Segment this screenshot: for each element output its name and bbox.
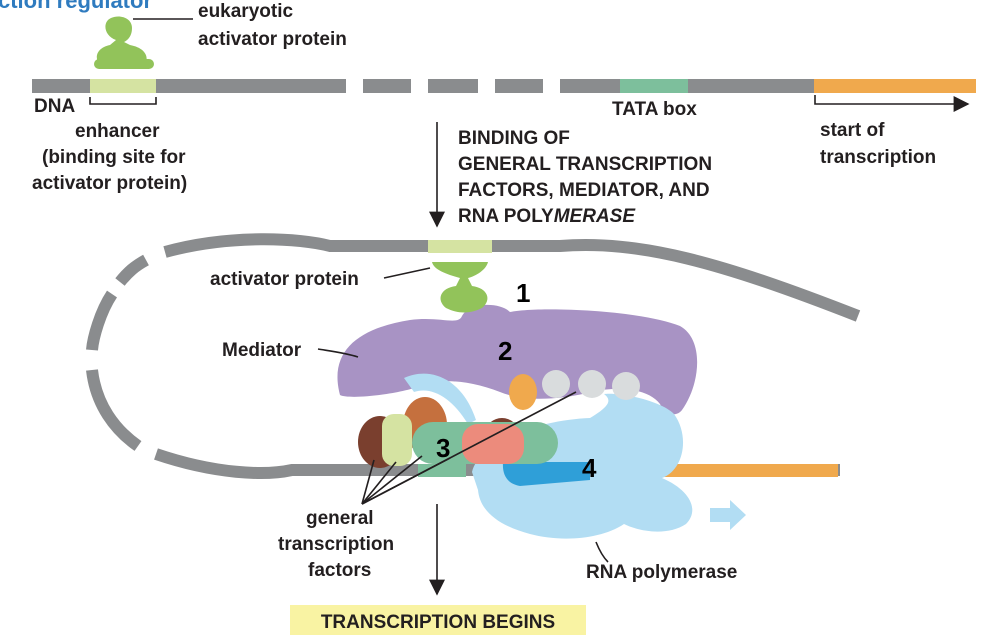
gtf-leader xyxy=(361,455,423,505)
step-text-4: RNA POLYMERASE xyxy=(458,206,636,227)
enhancer-label-3: activator protein) xyxy=(32,173,187,194)
dna-segment xyxy=(363,79,411,93)
gtf-label-1: general xyxy=(306,508,374,529)
activator-protein-bound xyxy=(432,262,488,313)
rna-polymerase-channel xyxy=(502,462,590,486)
enhancer-label-2: (binding site for xyxy=(42,147,186,168)
gtf-pale-green xyxy=(382,414,412,466)
gtf-salmon xyxy=(462,424,524,464)
dna-segment xyxy=(428,79,478,93)
mediator-label: Mediator xyxy=(222,340,302,361)
linear-dna xyxy=(32,79,976,93)
direction-arrow-icon xyxy=(710,500,746,530)
mediator-leader xyxy=(317,348,359,358)
activator-bottom-label: activator protein xyxy=(210,269,359,290)
activator-top-label-1: eukaryotic xyxy=(198,1,293,22)
dna-loop-dash xyxy=(86,369,142,451)
enhancer-label-1: enhancer xyxy=(75,121,160,142)
gtf-label-3: factors xyxy=(308,560,371,581)
activator-protein-top xyxy=(96,16,147,66)
step-text-1: BINDING OF xyxy=(458,128,570,149)
dna-loop-top xyxy=(163,233,430,258)
gtf-leaders xyxy=(361,391,577,505)
number-4: 4 xyxy=(582,453,597,483)
dna-segment xyxy=(32,79,346,93)
gtf-orange xyxy=(509,374,537,410)
dna-loop-dash xyxy=(115,254,149,286)
mediator-complex xyxy=(337,304,698,415)
coding-region xyxy=(814,79,976,93)
number-2: 2 xyxy=(498,336,512,366)
begins-label: TRANSCRIPTION BEGINS xyxy=(321,612,555,633)
start-arrow xyxy=(814,95,970,112)
gtf-light-blue xyxy=(404,373,476,424)
activator-top-label-2: activator protein xyxy=(198,29,347,50)
step-text-4b: MERASE xyxy=(554,206,637,227)
enhancer-bracket xyxy=(89,97,157,105)
gtf-gray-bead xyxy=(612,372,640,400)
dna-loop-top-right xyxy=(490,239,861,322)
number-3: 3 xyxy=(436,433,450,463)
enhancer-region xyxy=(90,79,156,93)
rnap-label: RNA polymerase xyxy=(586,562,737,583)
rnap-leader xyxy=(595,541,609,563)
gtf-gray-bead xyxy=(578,370,606,398)
start-label-1: start of xyxy=(820,120,885,141)
dna-loop-dash xyxy=(86,290,118,351)
gtf-leader xyxy=(361,461,397,505)
dna-loop-bottom xyxy=(154,448,840,479)
dna-segment xyxy=(495,79,543,93)
title-fragment: ction regulator xyxy=(0,0,152,13)
number-1: 1 xyxy=(516,278,530,308)
tata-box-label: TATA box xyxy=(612,99,697,120)
dna-label: DNA xyxy=(34,96,75,117)
gtf-label-2: transcription xyxy=(278,534,394,555)
tata-box-region xyxy=(620,79,688,93)
step-text-4a: RNA POLY xyxy=(458,206,554,227)
tata-box-bound xyxy=(418,464,466,477)
gtf-leader xyxy=(361,459,375,505)
step-text-2: GENERAL TRANSCRIPTION xyxy=(458,154,712,175)
begins-highlight xyxy=(290,605,586,635)
start-label-2: transcription xyxy=(820,147,936,168)
step-text-3: FACTORS, MEDIATOR, AND xyxy=(458,180,710,201)
gtf-gray-bead xyxy=(542,370,570,398)
activator-bottom-leader xyxy=(383,267,431,279)
activator-protein-base xyxy=(94,59,154,69)
gtf-leader xyxy=(361,391,577,505)
enhancer-region-bound xyxy=(428,240,492,253)
